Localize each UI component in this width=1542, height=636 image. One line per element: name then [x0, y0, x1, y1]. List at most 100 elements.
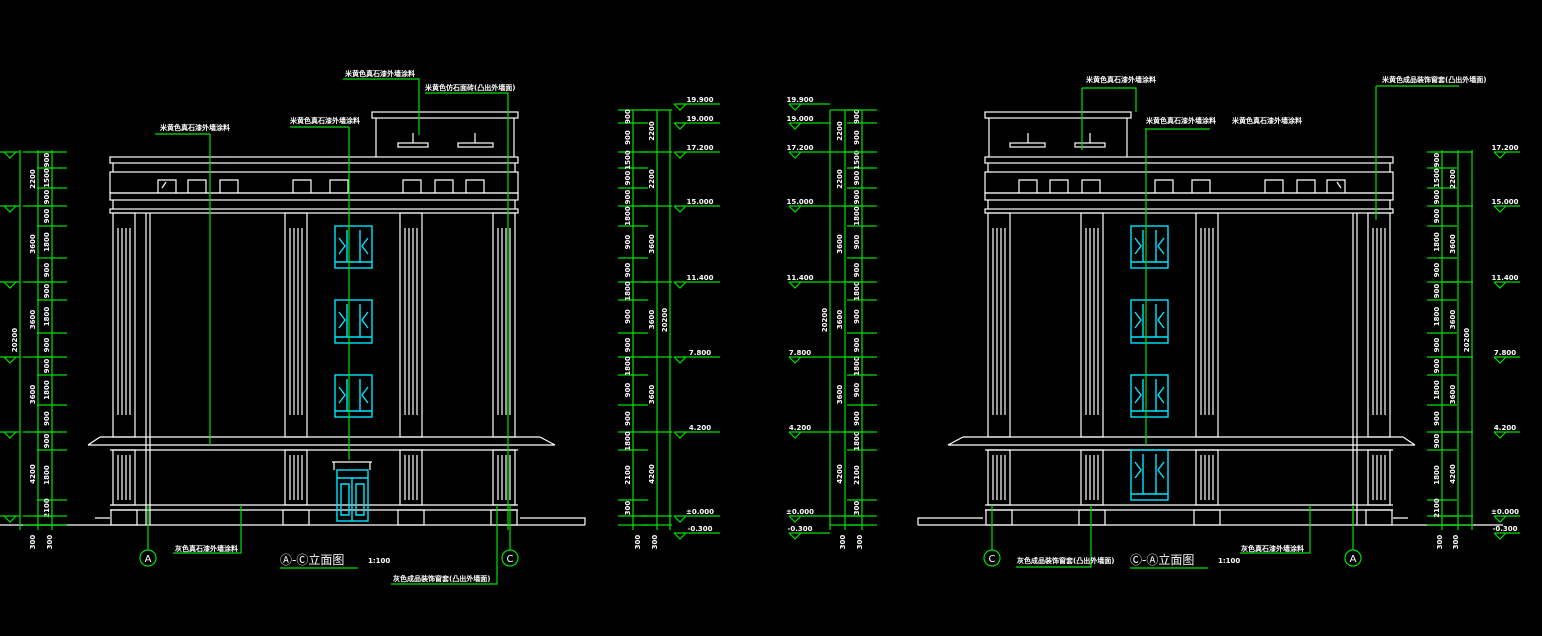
dimension-text: 3600 [648, 385, 656, 405]
dimension-text: 1800 [624, 356, 632, 376]
level-marker [1493, 281, 1520, 289]
level-label: 11.400 [786, 274, 813, 282]
level-marker [673, 122, 720, 130]
callout-label: 米黄色真石漆外墙涂料 [1085, 75, 1156, 84]
dimension-text: 1800 [853, 431, 861, 451]
level-marker [788, 151, 830, 159]
level-label: 7.800 [689, 349, 711, 357]
level-marker [0, 431, 20, 439]
callout-leader-line [155, 133, 211, 445]
level-marker [788, 281, 830, 289]
level-label: -0.300 [687, 525, 712, 533]
dimension-text: 900 [43, 434, 51, 449]
callout-label: 米黄色真石漆外墙涂料 [344, 69, 415, 78]
dimension-text: 900 [43, 284, 51, 299]
right-elevation-title: Ⓒ-Ⓐ立面图 1:100 [1130, 552, 1240, 569]
dimension-text: 3600 [29, 234, 37, 254]
dimension-text: 900 [1433, 338, 1441, 353]
dimension-text: 900 [1433, 411, 1441, 426]
dimension-text: 900 [853, 109, 861, 124]
dimension-text: 1800 [853, 356, 861, 376]
level-label: 15.000 [1491, 198, 1518, 206]
callout-leaders: 米黄色真石漆外墙涂料米黄色真石漆外墙涂料米黄色真石漆外墙涂料米黄色仿石面砖(凸出… [155, 69, 1486, 585]
dimension-text: 3600 [836, 385, 844, 405]
scale-text: 1:100 [368, 557, 390, 565]
dimension-text: 900 [1433, 263, 1441, 278]
dimension-text: 1500 [624, 150, 632, 170]
dimension-text: 300 [624, 501, 632, 516]
dimension-text: 900 [624, 338, 632, 353]
axis-label: C [989, 554, 996, 565]
dimension-text: 900 [43, 263, 51, 278]
dimension-text: 2100 [43, 498, 51, 518]
dimension-text: 1500 [43, 168, 51, 188]
level-marker [0, 281, 20, 289]
dimension-text: 20200 [1463, 328, 1471, 352]
dimension-text: 900 [43, 338, 51, 353]
dimension-text: 1800 [1433, 232, 1441, 252]
dimension-text: 300 [853, 501, 861, 516]
level-marker [0, 356, 20, 364]
callout-label: 灰色真石漆外墙涂料 [175, 544, 238, 553]
dimension-text: 300 [29, 535, 37, 550]
dimension-text: 1800 [43, 465, 51, 485]
axis-label: A [145, 554, 152, 565]
dimension-text: 3600 [1449, 385, 1457, 405]
level-marker [673, 205, 720, 213]
dimension-lines: 19.90019.00017.20015.00011.4007.8004.200… [0, 96, 1520, 549]
dimension-text: 900 [853, 411, 861, 426]
dimension-text: 900 [43, 190, 51, 205]
dimension-text: 3600 [29, 385, 37, 405]
dimension-text: 1800 [624, 431, 632, 451]
level-label: 11.400 [1491, 274, 1518, 282]
dimension-text: 900 [624, 383, 632, 398]
right-ground-window [1130, 449, 1169, 501]
level-label: -0.300 [787, 525, 812, 533]
level-label: 19.000 [686, 115, 713, 123]
level-label: ±0.000 [786, 508, 814, 516]
dimension-text: 1800 [1433, 307, 1441, 327]
level-marker [0, 151, 20, 159]
dimension-text: 300 [46, 535, 54, 550]
dimension-text: 3600 [836, 310, 844, 330]
dimension-text: 4200 [648, 464, 656, 484]
dimension-text: 900 [624, 109, 632, 124]
dimension-text: 900 [853, 383, 861, 398]
level-label: 17.200 [1491, 144, 1518, 152]
axis-marker-left-c: C [501, 505, 519, 567]
dimension-text: 1800 [853, 281, 861, 301]
callout-leader-line [1375, 85, 1459, 220]
level-marker [673, 281, 720, 289]
dimension-text: 900 [853, 338, 861, 353]
callout-leader-line [290, 126, 350, 460]
axis-label: A [1350, 554, 1357, 565]
level-label: 7.800 [1494, 349, 1516, 357]
dimension-text: 2200 [836, 121, 844, 141]
dimension-text: 3600 [648, 234, 656, 254]
dimension-text: 900 [1433, 190, 1441, 205]
left-entrance-door [332, 461, 372, 522]
callout-leader-line [1081, 87, 1137, 150]
dimension-text: 4200 [1449, 464, 1457, 484]
level-marker [673, 532, 720, 540]
dimension-text: 900 [624, 130, 632, 145]
dimension-text: 2100 [853, 465, 861, 485]
right-elevation-building [917, 111, 1504, 526]
level-label: 4.200 [789, 424, 811, 432]
dimension-text: 900 [1433, 359, 1441, 374]
left-elevation-building [0, 111, 586, 526]
dimension-text: 300 [651, 535, 659, 550]
level-label: ±0.000 [686, 508, 714, 516]
level-label: -0.300 [1492, 525, 1517, 533]
dimension-text: 1500 [1433, 168, 1441, 188]
callout-leader-line [343, 78, 420, 135]
dimension-text: 20200 [11, 328, 19, 352]
dimension-text: 1800 [1433, 380, 1441, 400]
dimension-text: 4200 [29, 464, 37, 484]
level-marker [1493, 532, 1520, 540]
dimension-text: 2200 [1449, 169, 1457, 189]
axis-marker-right-a: A [1344, 505, 1362, 567]
level-marker [788, 431, 830, 439]
level-marker [0, 515, 20, 523]
